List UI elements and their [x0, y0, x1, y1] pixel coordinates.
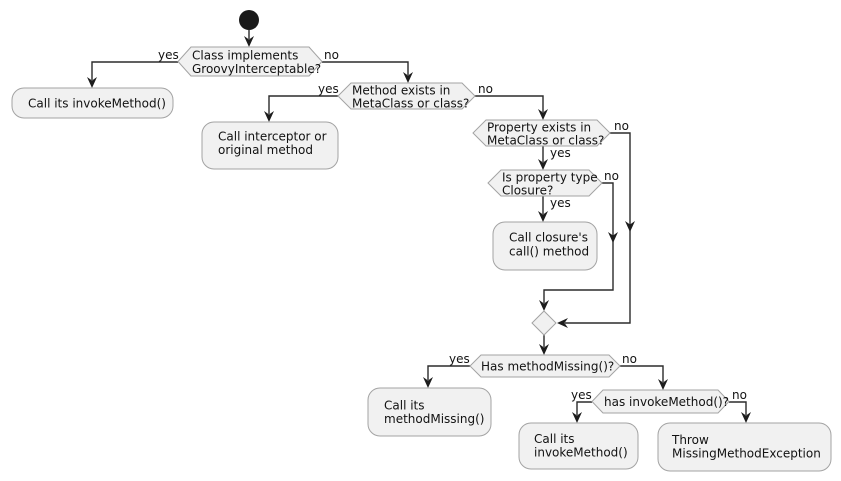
decision-property-exists-text: MetaClass or class? — [487, 134, 604, 148]
decision-has-invoke-method — [591, 389, 730, 414]
arrowhead-icon — [658, 379, 668, 390]
branch-label-yes: yes — [550, 146, 571, 160]
decision-class-implements — [177, 46, 323, 77]
decision-property-exists-text: Property exists in — [487, 121, 591, 135]
branch-label-no: no — [478, 82, 493, 96]
decision-property-closure — [487, 169, 603, 197]
edge-has-invoke-method-yes — [576, 401, 592, 415]
merge-diamond-icon — [531, 310, 557, 336]
action-call-invoke-method-text: Call its invokeMethod() — [28, 97, 166, 111]
arrowhead-icon — [539, 300, 549, 311]
arrowhead-icon — [538, 159, 548, 170]
start-node-icon — [239, 10, 259, 30]
arrowhead-icon — [403, 72, 413, 83]
action-call-its-invoke-method — [518, 422, 639, 470]
action-throw-exception — [657, 422, 832, 472]
branch-label-no: no — [614, 119, 629, 133]
action-call-its-invoke-method-text: invokeMethod() — [534, 446, 628, 460]
arrowhead-icon — [423, 377, 433, 388]
action-throw-exception-text: Throw — [671, 433, 709, 447]
action-call-interceptor — [201, 121, 339, 170]
action-call-method-missing-text: Call its — [384, 399, 425, 413]
node-labels: Class implements GroovyInterceptable? Me… — [28, 49, 821, 461]
arrowhead-icon — [572, 412, 582, 423]
branch-label-yes: yes — [550, 196, 571, 210]
decision-method-exists-text: MetaClass or class? — [352, 97, 469, 111]
edge-has-method-missing-no — [620, 365, 664, 382]
arrowhead-icon — [557, 318, 568, 328]
action-call-closure — [492, 221, 598, 271]
edge-method-exists-yes — [268, 95, 338, 114]
connectors — [91, 30, 747, 415]
branch-label-no: no — [732, 388, 747, 402]
edge-class-implements-yes — [91, 61, 178, 80]
arrowhead-icon — [538, 211, 548, 222]
decision-has-method-missing — [469, 354, 621, 378]
arrowhead-icon — [741, 412, 751, 423]
arrowhead-icon — [244, 36, 254, 47]
decision-method-exists — [337, 82, 476, 110]
arrowhead-icon — [608, 232, 618, 243]
edge-method-exists-no — [475, 95, 544, 112]
arrowhead-icon — [87, 77, 97, 88]
decision-method-exists-text: Method exists in — [352, 84, 450, 98]
action-call-closure-text: Call closure's — [509, 231, 588, 245]
arrowhead-icon — [539, 344, 549, 355]
action-call-closure-text: call() method — [509, 245, 589, 259]
edge-has-method-missing-yes — [427, 365, 470, 380]
arrowhead-icon — [625, 221, 635, 232]
action-call-interceptor-text: Call interceptor or — [218, 130, 327, 144]
branch-label-yes: yes — [571, 388, 592, 402]
decision-has-invoke-method-text: has invokeMethod()? — [604, 395, 729, 409]
decision-class-implements-text: GroovyInterceptable? — [192, 62, 321, 76]
edge-property-closure-no — [543, 182, 614, 303]
action-throw-exception-text: MissingMethodException — [672, 447, 821, 461]
arrowheads — [87, 36, 751, 423]
edge-class-implements-no — [322, 61, 409, 75]
arrowhead-icon — [264, 111, 274, 122]
decision-property-closure-text: Closure? — [502, 184, 553, 198]
branch-label-yes: yes — [318, 82, 339, 96]
branch-labels: yes no yes no yes no yes no yes no yes n… — [158, 48, 747, 402]
action-call-method-missing — [367, 387, 492, 437]
branch-label-yes: yes — [158, 48, 179, 62]
decision-property-closure-text: Is property type — [502, 171, 598, 185]
action-call-method-missing-text: methodMissing() — [384, 412, 484, 426]
action-call-interceptor-text: original method — [218, 143, 313, 157]
branch-label-no: no — [622, 352, 637, 366]
edge-has-invoke-method-no — [729, 401, 747, 415]
branch-label-no: no — [604, 169, 619, 183]
arrowhead-icon — [538, 109, 548, 120]
action-call-its-invoke-method-text: Call its — [534, 432, 575, 446]
decision-class-implements-text: Class implements — [192, 49, 298, 63]
decision-has-method-missing-text: Has methodMissing()? — [481, 360, 614, 374]
action-call-invoke-method — [11, 87, 174, 119]
branch-label-yes: yes — [449, 352, 470, 366]
decision-property-exists — [472, 119, 611, 147]
branch-label-no: no — [324, 48, 339, 62]
